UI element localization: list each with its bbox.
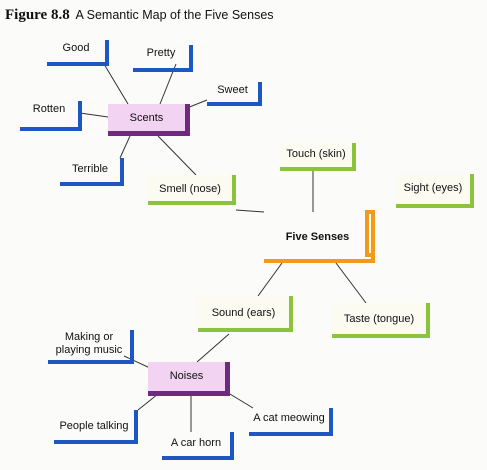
word-sweet: Sweet — [207, 82, 262, 106]
link-scents-rotten — [79, 112, 109, 118]
link-scents-sweet — [186, 99, 208, 109]
word-making-music-label: Making or playing music — [55, 331, 123, 356]
figure-number: Figure 8.8 — [5, 7, 70, 23]
word-people-talking-label: People talking — [59, 420, 129, 432]
word-car-horn-label: A car horn — [170, 437, 222, 449]
link-noises-talking — [137, 393, 159, 411]
word-rotten: Rotten — [20, 101, 82, 131]
link-center-sound — [257, 262, 283, 297]
figure-title: Figure 8.8 A Semantic Map of the Five Se… — [5, 7, 274, 24]
subtopic-noises-label: Noises — [169, 370, 204, 382]
sense-taste-label: Taste (tongue) — [343, 313, 415, 325]
link-center-smell — [235, 209, 265, 213]
sense-sound-label: Sound (ears) — [211, 307, 276, 319]
sense-touch: Touch (skin) — [280, 143, 356, 171]
word-people-talking: People talking — [54, 410, 138, 444]
center-five-senses: Five Senses — [264, 212, 375, 263]
word-cat-meowing: A cat meowing — [249, 408, 333, 436]
word-good: Good — [47, 40, 109, 66]
word-pretty: Pretty — [133, 45, 193, 72]
center-five-senses-label: Five Senses — [285, 231, 350, 243]
subtopic-scents-label: Scents — [129, 112, 164, 124]
word-rotten-label: Rotten — [32, 103, 66, 115]
subtopic-noises: Noises — [148, 362, 230, 396]
word-good-label: Good — [62, 42, 90, 54]
sense-sound: Sound (ears) — [198, 296, 293, 332]
word-car-horn: A car horn — [162, 432, 234, 460]
word-terrible-label: Terrible — [71, 163, 109, 175]
link-center-taste — [335, 262, 367, 304]
link-noises-music — [123, 355, 151, 369]
word-terrible: Terrible — [60, 158, 124, 186]
link-smell-scents — [157, 135, 197, 176]
link-scents-good — [103, 63, 129, 105]
link-sound-noises — [196, 333, 230, 363]
sense-sight-label: Sight (eyes) — [403, 182, 463, 194]
sense-smell: Smell (nose) — [148, 175, 236, 205]
sense-touch-label: Touch (skin) — [286, 148, 346, 160]
sense-taste: Taste (tongue) — [332, 303, 430, 338]
word-making-music: Making or playing music — [48, 330, 134, 364]
word-cat-meowing-label: A cat meowing — [253, 412, 325, 424]
word-sweet-label: Sweet — [217, 84, 248, 96]
subtopic-scents: Scents — [108, 104, 190, 136]
sense-smell-label: Smell (nose) — [159, 183, 221, 195]
sense-sight: Sight (eyes) — [396, 174, 474, 208]
figure-caption: A Semantic Map of the Five Senses — [75, 8, 274, 22]
link-scents-terrible — [119, 135, 131, 159]
word-pretty-label: Pretty — [146, 47, 176, 59]
